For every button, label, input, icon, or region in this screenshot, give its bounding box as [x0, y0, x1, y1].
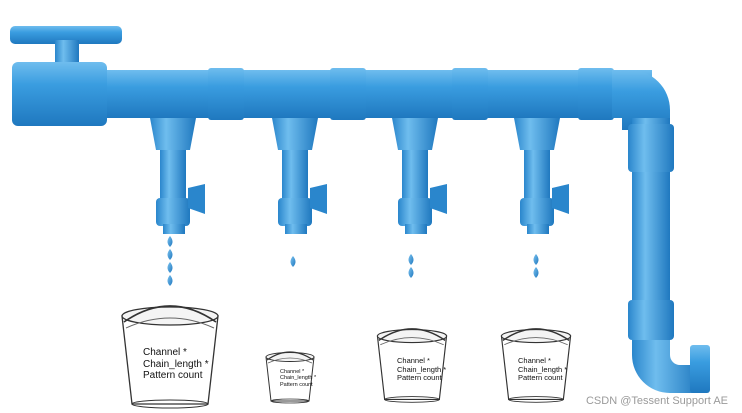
- bucket-3-line-3: Pattern count: [397, 373, 442, 383]
- water-drop: [408, 267, 414, 278]
- watermark: CSDN @Tessent Support AE: [585, 395, 728, 407]
- bucket-4: [500, 328, 572, 403]
- water-drop: [167, 249, 173, 260]
- water-drop: [533, 267, 539, 278]
- tap-4: [514, 118, 569, 234]
- bucket-3: [376, 328, 448, 403]
- bucket-2-line-1: Channel *: [280, 369, 305, 375]
- bucket-3-line-2: Chain_length *: [397, 364, 447, 374]
- water-drop: [167, 275, 173, 286]
- main-pipe: [12, 62, 652, 126]
- water-drop: [290, 256, 296, 267]
- water-drop: [167, 262, 173, 273]
- tap-2: [272, 118, 327, 234]
- bucket-1-line-1: Channel *: [143, 347, 187, 358]
- bucket-2: [265, 351, 315, 404]
- bucket-1-label: Channel * Chain_length * Pattern count: [143, 347, 209, 382]
- bucket-2-line-3: Pattern count: [280, 381, 313, 388]
- bucket-4-label: Channel * Chain_length * Pattern count: [518, 356, 568, 383]
- main-valve-handle: [10, 26, 122, 66]
- bucket-4-line-3: Pattern count: [518, 373, 563, 383]
- bucket-2-line-2: Chain_length *: [280, 375, 317, 382]
- water-drops: [167, 236, 539, 286]
- water-drop: [167, 236, 173, 247]
- bucket-1: [121, 305, 219, 409]
- drain-pipe: [612, 70, 710, 393]
- bucket-4-line-1: Channel *: [518, 356, 551, 365]
- tap-1: [150, 118, 205, 234]
- water-drop: [408, 254, 414, 265]
- bucket-1-line-3: Pattern count: [143, 370, 203, 381]
- water-drop: [533, 254, 539, 265]
- tap-3: [392, 118, 447, 234]
- bucket-4-line-2: Chain_length *: [518, 364, 568, 374]
- bucket-3-label: Channel * Chain_length * Pattern count: [397, 356, 447, 383]
- bucket-1-line-2: Chain_length *: [143, 358, 209, 370]
- bucket-3-line-1: Channel *: [397, 356, 430, 365]
- bucket-2-label: Channel * Chain_length * Pattern count: [280, 369, 316, 388]
